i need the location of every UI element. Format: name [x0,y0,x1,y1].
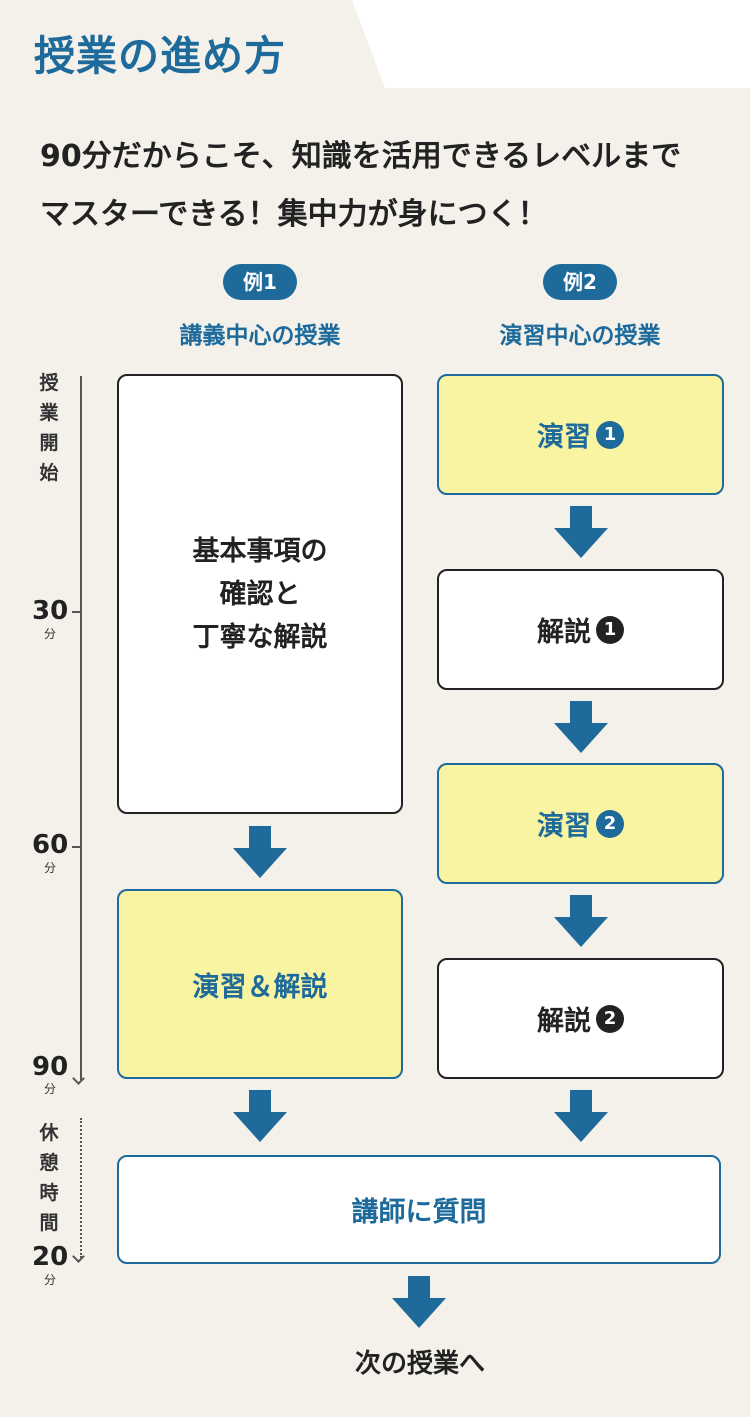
down-arrow-icon [392,1276,446,1328]
example-1-heading: 講義中心の授業 [179,323,341,349]
lead-line-2: マスターできる！集中力が身につく！ [40,197,548,232]
timeline-break-label: 休 憩 時 間 [39,1122,59,1234]
lead-text: 90分だからこそ、知識を活用できるレベルまで マスターできる！集中力が身につく！ [40,128,681,244]
example-2-heading: 演習中心の授業 [499,323,661,349]
title-tab [0,0,385,88]
timeline-unit-60: 分 [44,861,57,875]
practice-step-1: 演習 1 [437,374,724,495]
down-arrow-icon [233,1090,287,1142]
lead-line-1: 90分だからこそ、知識を活用できるレベルまで [40,139,682,174]
example-1-badge: 例1 [223,264,297,300]
practice-step-4: 解説 2 [437,958,724,1079]
timeline-tick-60 [72,846,80,848]
step-number-badge: 1 [596,420,624,449]
timeline-tick-30 [72,611,80,613]
timeline-break-axis [80,1118,82,1258]
timeline-unit-90: 分 [44,1082,57,1096]
down-arrow-icon [554,701,608,753]
step-number-badge: 1 [596,615,624,644]
lecture-block-2: 演習＆解説 [117,889,403,1079]
down-arrow-icon [554,895,608,947]
page-title: 授業の進め方 [34,32,286,80]
example-2-badge: 例2 [543,264,617,300]
timeline-start-label: 授 業 開 始 [39,372,59,484]
lecture-block-1: 基本事項の 確認と 丁寧な解説 [117,374,403,814]
lecture-block-1-text: 基本事項の 確認と 丁寧な解説 [192,535,328,653]
timeline-unit-30: 分 [44,627,57,641]
practice-step-3: 演習 2 [437,763,724,884]
timeline-break-unit: 分 [44,1273,57,1287]
down-arrow-icon [554,1090,608,1142]
step-number-badge: 2 [596,809,624,838]
timeline-mark-60: 60 [32,830,69,860]
step-number-badge: 2 [596,1004,624,1033]
timeline-break-end: 20 [32,1242,69,1272]
next-class-label: 次の授業へ [354,1349,485,1379]
down-arrow-icon [233,826,287,878]
timeline-axis [80,376,82,1080]
timeline-mark-90: 90 [32,1052,69,1082]
timeline-mark-30: 30 [32,596,69,626]
question-box: 講師に質問 [117,1155,721,1264]
practice-step-2: 解説 1 [437,569,724,690]
down-arrow-icon [554,506,608,558]
